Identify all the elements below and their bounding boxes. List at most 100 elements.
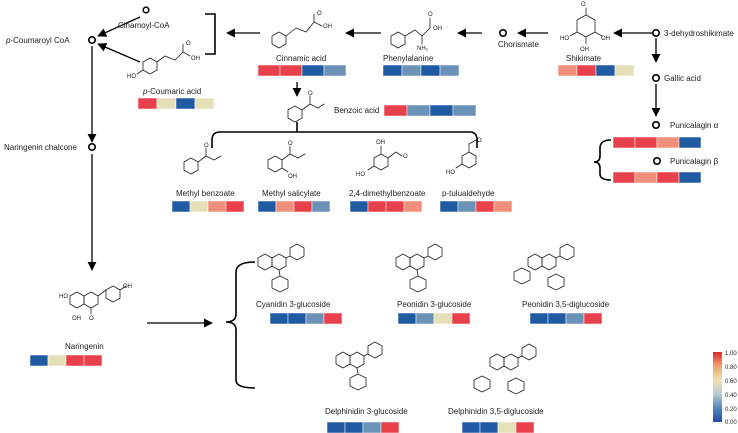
heatmap-cell <box>323 312 343 325</box>
compound-label: Phenylalanine <box>383 54 434 63</box>
struct-label: NH₂ <box>417 46 429 52</box>
brace-benzoates <box>211 122 478 148</box>
compound-labels: Cinnamic acid Phenylalanine Shikimate p-… <box>65 54 610 416</box>
struct-label: OH <box>191 56 200 62</box>
label-chorismate: Chorismate <box>498 40 539 49</box>
struct-label: O <box>477 138 482 144</box>
heatmap-cell <box>257 64 281 77</box>
compound-label: p-Coumaric acid <box>142 87 201 96</box>
structure-naringenin <box>69 285 127 315</box>
heatmap-cell <box>382 64 403 77</box>
heatmap-cell <box>576 64 597 77</box>
heatmap-cell <box>678 171 702 184</box>
node-labels: Cinamoyl-CoA p-Coumaroyl CoA Naringenin … <box>4 21 734 166</box>
compound-label: Shikimate <box>566 54 602 63</box>
heatmap-cell <box>275 200 295 213</box>
heatmap-cell <box>493 200 513 213</box>
pathway-braces <box>205 13 612 389</box>
heatmap-cell <box>583 312 603 325</box>
heatmap-cell <box>311 200 331 213</box>
heatmap-cell <box>557 64 578 77</box>
struct-label: O <box>581 2 586 8</box>
heatmap-cell <box>326 421 346 433</box>
colorbar-tick: 0.60 <box>725 379 737 385</box>
heatmap-cell <box>439 64 460 77</box>
heatmap-cell <box>380 421 400 433</box>
heatmap-cell <box>305 312 325 325</box>
heatmap-cell <box>406 104 431 117</box>
heatmap-cell <box>634 171 658 184</box>
heatmap-cell <box>367 200 387 213</box>
label-benzoic-acid: Benzoic acid <box>334 106 379 115</box>
label-punicalagin-alpha: Punicalagin α <box>670 121 719 130</box>
heatmap-cell <box>383 104 408 117</box>
heatmap-cell <box>461 421 481 433</box>
heatmap-cell <box>344 421 364 433</box>
struct-label: HO <box>446 170 455 176</box>
struct-label: O <box>317 11 322 17</box>
heatmap-cell <box>451 312 471 325</box>
arrow-coumaric-to-coumaroylcoa <box>97 43 141 63</box>
node-punicalagin-alpha <box>651 121 660 130</box>
heatmap-cell <box>429 104 454 117</box>
structure-methyl-benzoate <box>183 147 222 175</box>
struct-label: OH <box>288 174 297 180</box>
compound-label: Cyanidin 3-glucoside <box>256 300 331 309</box>
node-chorismate <box>498 28 507 37</box>
compound-label-rest: -Coumaric acid <box>147 87 201 96</box>
compound-label: Methyl benzoate <box>176 189 235 198</box>
struct-label: O <box>89 316 94 322</box>
heatmap-cell <box>678 136 702 149</box>
struct-label: OH <box>601 36 610 42</box>
structure-cinnamic-acid <box>271 13 323 49</box>
compound-label: Methyl salicylate <box>262 189 321 198</box>
heatmap-cell <box>323 64 347 77</box>
heatmap-cell <box>420 64 441 77</box>
heatmap-cell <box>656 171 680 184</box>
heatmap-cell <box>415 312 435 325</box>
heatmap-cell <box>515 421 535 433</box>
heatmap-cell <box>83 354 103 367</box>
heatmap-cell <box>612 171 636 184</box>
structure-delphinidin-35-diglucoside <box>473 343 537 395</box>
heatmap-cell <box>433 312 453 325</box>
colorbar-tick: 0.40 <box>725 393 737 399</box>
heatmap-cell <box>349 200 369 213</box>
colorbar-gradient <box>713 352 722 422</box>
heatmap-cell <box>565 312 585 325</box>
molecule-structures: HO O OH O OH O OH NH₂ O HO O <box>59 2 610 395</box>
struct-label: OH <box>433 26 442 32</box>
heatmap-cell <box>452 104 477 117</box>
struct-label: OH <box>323 24 332 30</box>
struct-label: O <box>186 41 191 47</box>
heatmap-cell <box>156 97 177 110</box>
colorbar: 1.00 0.80 0.60 0.40 0.20 0.00 <box>713 351 737 426</box>
struct-label: O <box>403 154 408 160</box>
heatmap-cell <box>279 64 303 77</box>
struct-label: O <box>428 12 433 18</box>
heatmap-cell <box>439 200 459 213</box>
node-cinnamoyl-coa <box>142 6 150 14</box>
node-p-coumaroyl-coa <box>88 35 97 44</box>
struct-label: HO <box>356 172 365 178</box>
heatmap-cell <box>547 312 567 325</box>
compound-label: p-tulualdehyde <box>442 189 495 198</box>
heatmap-cell <box>614 64 635 77</box>
heatmap-cell <box>194 97 215 110</box>
heatmap-cell <box>656 136 680 149</box>
colorbar-tick: 0.20 <box>725 407 737 413</box>
label-p-coumaroyl-prefix: p <box>5 36 11 45</box>
structure-dimethylbenzoate <box>367 145 403 171</box>
structure-benzoic-acid <box>287 95 325 123</box>
compound-label: 2,4-dimethylbenzoate <box>349 189 426 198</box>
heatmap-cell <box>29 354 49 367</box>
heatmap-cell <box>225 200 245 213</box>
colorbar-tick: 0.80 <box>725 365 737 371</box>
heatmap-cell <box>397 312 417 325</box>
structure-peonidin-35-diglucoside <box>513 243 575 291</box>
structure-phenylalanine <box>390 17 431 49</box>
heatmap-cell <box>175 97 196 110</box>
colorbar-tick: 1.00 <box>725 351 737 357</box>
compound-label: Peonidin 3,5-diglucoside <box>522 300 610 309</box>
